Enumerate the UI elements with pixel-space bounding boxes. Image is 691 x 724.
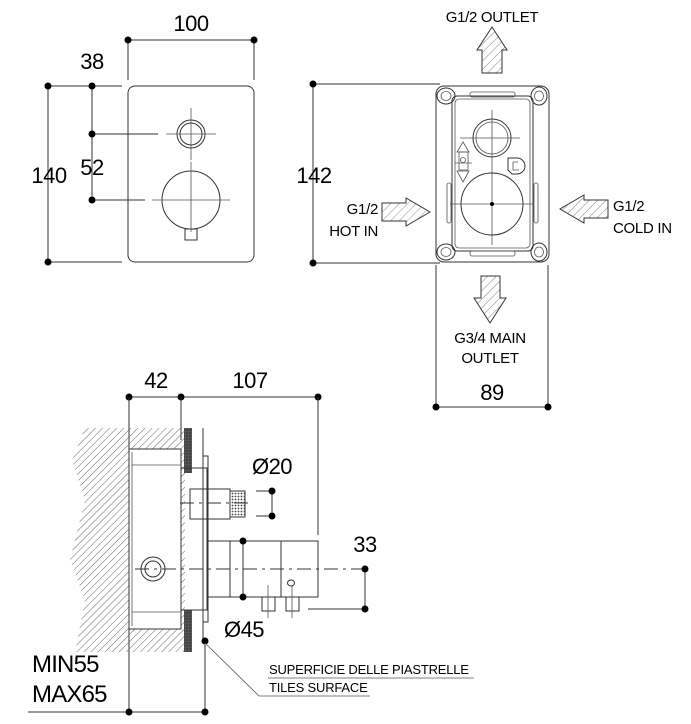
cold-in-arrow-icon bbox=[559, 194, 609, 224]
center-point bbox=[490, 202, 494, 206]
projection-label: 107 bbox=[232, 368, 267, 393]
offset-label: 33 bbox=[353, 532, 377, 557]
dimension-dot bbox=[44, 258, 52, 266]
dimension-dot bbox=[432, 403, 440, 411]
diverter-stem bbox=[189, 488, 231, 520]
front-height-label: 140 bbox=[31, 163, 66, 188]
small-diameter-label: Ø20 bbox=[252, 454, 292, 479]
dimension-dot bbox=[361, 605, 369, 613]
lever-tip bbox=[287, 579, 295, 587]
front-width-label: 100 bbox=[173, 11, 208, 36]
box-height-label: 142 bbox=[296, 163, 331, 188]
dimension-dot bbox=[544, 403, 552, 411]
box-side-slot bbox=[446, 182, 452, 224]
diverter-knob-knurled bbox=[229, 490, 246, 518]
max-depth-label: MAX65 bbox=[32, 681, 107, 708]
dimension-dot bbox=[268, 487, 276, 495]
temperature-indicator-icon bbox=[455, 141, 472, 183]
box-tab bbox=[469, 91, 516, 98]
outlet-arrow-up-icon bbox=[476, 26, 508, 74]
leader-line bbox=[204, 642, 260, 697]
brand-logo-icon bbox=[507, 157, 526, 175]
tile-layer bbox=[184, 610, 192, 652]
embedded-box bbox=[435, 85, 550, 263]
tiles-surface-label-en: TILES SURFACE bbox=[269, 680, 368, 695]
front-view: 100 140 38 52 bbox=[31, 11, 258, 266]
dimension-dot bbox=[125, 708, 133, 716]
box-width-label: 89 bbox=[480, 380, 504, 405]
main-outlet-label-line2: OUTLET bbox=[461, 350, 519, 367]
dimension-dot bbox=[201, 637, 209, 645]
depth-label: 42 bbox=[144, 368, 168, 393]
dimension-dot bbox=[268, 512, 276, 520]
dimension-dot bbox=[361, 565, 369, 573]
dimension-dot bbox=[124, 36, 132, 44]
cold-in-label-line2: COLD IN bbox=[613, 220, 672, 237]
dimension-dot bbox=[239, 537, 247, 545]
dimension-dot bbox=[88, 82, 96, 90]
cold-in-label-line1: G1/2 bbox=[613, 198, 644, 215]
main-outlet-label-line1: G3/4 MAIN bbox=[454, 330, 526, 347]
side-view: 42 107 Ø20 bbox=[28, 368, 474, 716]
hot-in-label-line1: G1/2 bbox=[347, 201, 378, 218]
tile-layer bbox=[184, 428, 192, 473]
hot-in-label-line2: HOT IN bbox=[329, 223, 378, 240]
tiles-surface-label-it: SUPERFICIE DELLE PIASTRELLE bbox=[269, 662, 469, 677]
top-offset-label: 38 bbox=[80, 49, 104, 74]
min-depth-label: MIN55 bbox=[32, 651, 99, 678]
main-outlet-arrow-down-icon bbox=[473, 275, 507, 324]
dimension-dot bbox=[309, 80, 317, 88]
dimension-dot bbox=[88, 130, 96, 138]
lever-stub bbox=[285, 596, 300, 612]
dimension-dot bbox=[44, 82, 52, 90]
mounting-flange bbox=[180, 467, 208, 611]
dimension-dot bbox=[309, 259, 317, 267]
large-diameter-label: Ø45 bbox=[224, 617, 264, 642]
knob-lever bbox=[184, 228, 198, 241]
hot-in-arrow-icon bbox=[381, 197, 431, 227]
mounting-lugs bbox=[436, 86, 548, 262]
dimension-dot bbox=[250, 36, 258, 44]
box-view: G1/2 OUTLET 142 bbox=[296, 9, 672, 411]
top-outlet-label: G1/2 OUTLET bbox=[446, 9, 539, 26]
box-side-slot bbox=[533, 182, 539, 224]
cover-plate bbox=[127, 85, 255, 263]
dimension-dot bbox=[201, 708, 209, 716]
box-inner-frame bbox=[454, 98, 531, 249]
spacing-label: 52 bbox=[80, 155, 104, 180]
cover-plate-edge bbox=[202, 455, 209, 623]
lever-stub bbox=[261, 596, 276, 612]
box-cutout bbox=[129, 449, 181, 629]
box-tab bbox=[469, 250, 516, 257]
dimension-dot bbox=[239, 593, 247, 601]
dimension-dot bbox=[88, 196, 96, 204]
